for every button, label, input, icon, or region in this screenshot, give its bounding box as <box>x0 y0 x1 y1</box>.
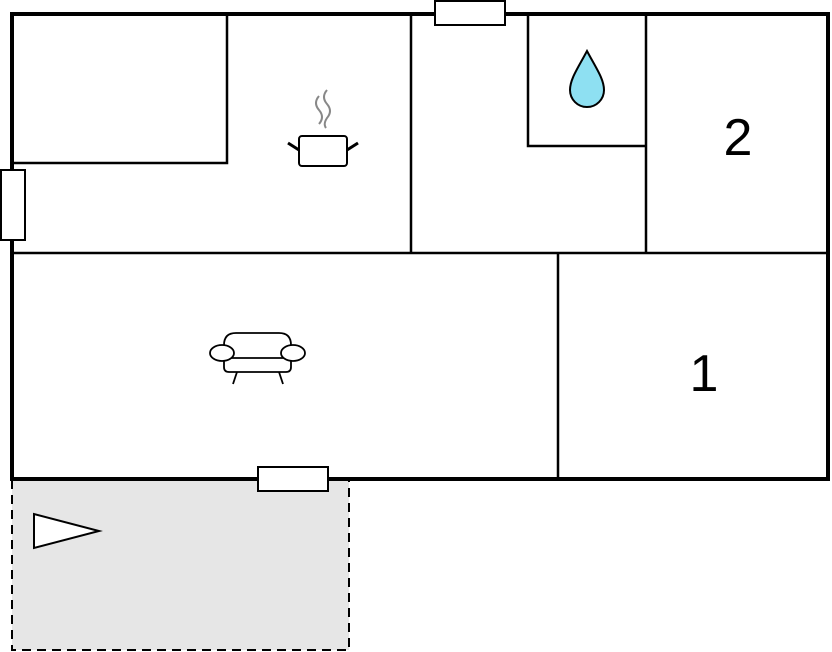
window-left <box>0 169 26 241</box>
door-terrace <box>257 466 329 492</box>
outer-wall <box>10 12 830 481</box>
interior-walls <box>12 14 828 479</box>
window-top <box>434 0 506 26</box>
terrace-area <box>11 479 350 651</box>
sofa-icon <box>209 332 306 385</box>
room-label-1: 1 <box>690 345 719 403</box>
direction-arrow-icon <box>33 512 103 550</box>
cooking-pot-icon <box>287 89 359 167</box>
room-label-2: 2 <box>724 109 753 167</box>
water-drop-icon <box>568 48 606 108</box>
